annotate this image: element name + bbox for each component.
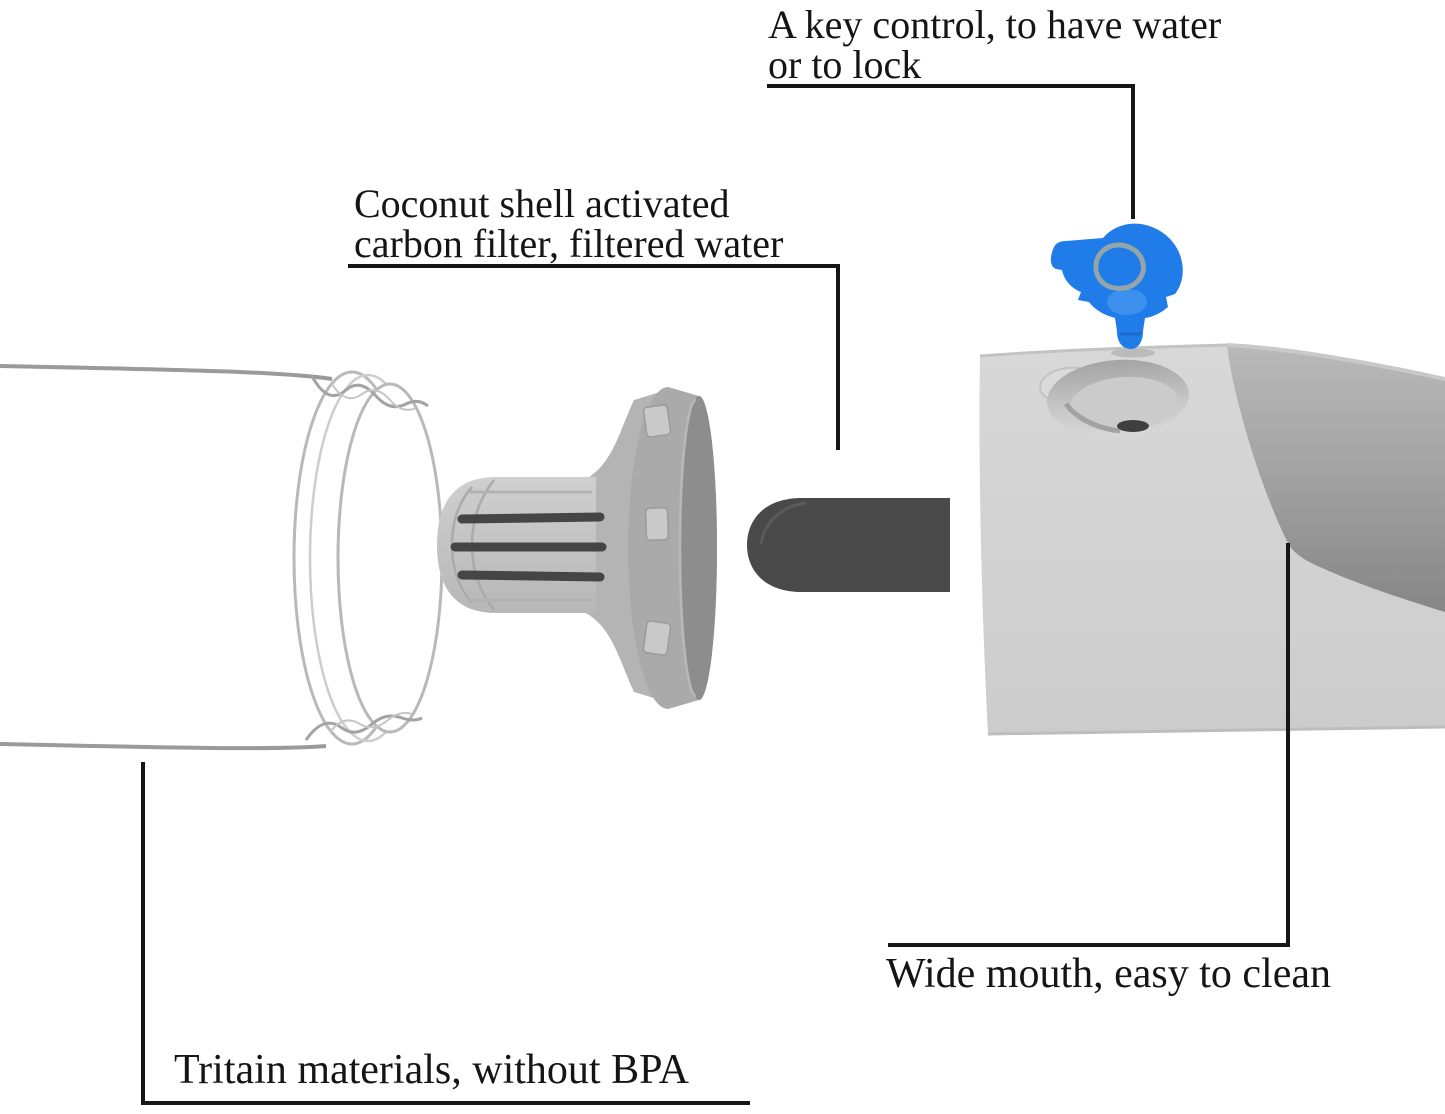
bottle-head-illustration xyxy=(979,343,1445,736)
annotation-key-control: A key control, to have water or to lock xyxy=(768,5,1221,85)
annotation-wide-mouth: Wide mouth, easy to clean xyxy=(886,953,1331,995)
leader-line-tritan xyxy=(141,762,750,1105)
leader-line-key-control xyxy=(767,84,1135,219)
annotation-wide-mouth-label: Wide mouth, easy to clean xyxy=(886,951,1331,997)
mouthpiece-body xyxy=(747,498,950,592)
bottle-threads-top-2 xyxy=(331,383,417,411)
annotation-key-control-line2: or to lock xyxy=(768,42,922,87)
annotation-carbon-filter-line1: Coconut shell activated xyxy=(354,181,730,226)
filter-cap-notch xyxy=(644,507,670,541)
annotation-carbon-filter: Coconut shell activated carbon filter, f… xyxy=(354,184,783,264)
annotation-key-control-line1: A key control, to have water xyxy=(768,2,1222,47)
leader-line-wide-mouth xyxy=(888,543,1290,947)
annotation-carbon-filter-line2: carbon filter, filtered water xyxy=(354,221,784,266)
mouthpiece-highlight xyxy=(759,501,807,545)
keyhole-lip-shadow xyxy=(1064,402,1121,434)
bottle-rim-opening xyxy=(336,382,444,734)
annotation-tritan-label: Tritain materials, without BPA xyxy=(174,1047,689,1093)
bottle-threads-bottom-2 xyxy=(329,711,413,733)
water-drop-icon xyxy=(1093,242,1146,291)
filter-cap-face-highlight xyxy=(678,398,697,698)
keyhole-slot xyxy=(1117,420,1149,432)
mouthpiece-illustration xyxy=(747,498,950,592)
bottle-threads-top xyxy=(310,375,429,409)
keyhole-recess-inner xyxy=(1070,376,1178,432)
head-top-edge xyxy=(979,343,1228,358)
key-shadow xyxy=(1111,348,1155,358)
leader-line-carbon-filter xyxy=(348,264,840,450)
leader-lines xyxy=(141,84,1290,1105)
wide-mouth-scoop xyxy=(1227,344,1445,612)
scoop-rim-highlight xyxy=(1226,343,1445,381)
head-bottom-edge xyxy=(987,725,1445,736)
filter-slot xyxy=(457,570,605,582)
control-key-illustration xyxy=(1050,223,1183,349)
filter-cap-notch xyxy=(642,620,672,656)
annotation-tritan: Tritain materials, without BPA xyxy=(174,1049,689,1091)
bottle-top-edge xyxy=(0,364,333,381)
key-sheen xyxy=(1107,289,1147,315)
filter-cap-notch xyxy=(642,404,672,438)
filter-slot xyxy=(457,512,605,524)
bottle-bottom-edge xyxy=(0,742,327,751)
bottle-threads-bottom xyxy=(304,714,423,741)
filter-cap-face xyxy=(681,396,717,700)
filter-cartridge-illustration xyxy=(437,387,717,709)
bottle-body-illustration xyxy=(0,364,444,751)
